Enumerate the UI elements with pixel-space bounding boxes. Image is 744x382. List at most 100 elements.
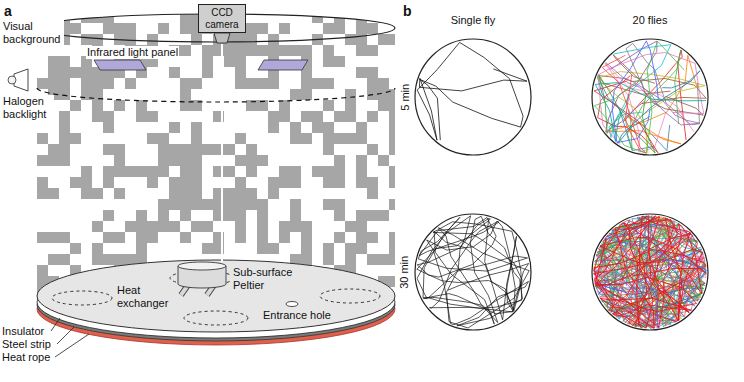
pattern-cell — [70, 177, 81, 188]
pattern-cell — [136, 243, 147, 254]
pattern-cell — [224, 45, 235, 56]
pattern-cell — [268, 243, 279, 254]
layer-label: Steel strip — [2, 338, 51, 351]
pattern-cell — [378, 89, 389, 100]
pattern-cell — [191, 188, 202, 199]
pattern-cell — [246, 23, 257, 34]
part-label: Heat exchanger — [116, 284, 174, 309]
pattern-cell — [290, 199, 301, 210]
pattern-cell — [389, 232, 400, 243]
pattern-cell — [180, 199, 191, 210]
dashed-rim — [37, 88, 395, 102]
pattern-cell — [367, 45, 378, 56]
fly-trajectory — [594, 216, 706, 327]
pattern-cell — [301, 221, 312, 232]
pattern-cell — [345, 34, 356, 45]
part-label: Infrared light panel — [86, 46, 179, 59]
pattern-cell — [389, 144, 400, 155]
pattern-cell — [169, 144, 180, 155]
pattern-cell — [378, 155, 389, 166]
fly-trajectory — [417, 216, 529, 328]
pattern-cell — [235, 232, 246, 243]
pattern-cell — [48, 144, 59, 155]
pattern-cell — [356, 210, 367, 221]
pattern-cell — [48, 232, 59, 243]
pattern-cell — [147, 34, 158, 45]
panel-letter: a — [4, 3, 12, 19]
pattern-cell — [224, 56, 235, 67]
pattern-cell — [312, 12, 323, 23]
pattern-cell — [114, 254, 125, 265]
pattern-cell — [235, 78, 246, 89]
pattern-cell — [389, 111, 400, 122]
pattern-cell — [224, 166, 235, 177]
pattern-cell — [246, 78, 257, 89]
pattern-cell — [257, 155, 268, 166]
leader-line — [51, 318, 60, 331]
pattern-cell — [180, 45, 191, 56]
pattern-cell — [136, 210, 147, 221]
pattern-cell — [180, 188, 191, 199]
pattern-cell — [290, 166, 301, 177]
pattern-cell — [279, 111, 290, 122]
pattern-cell — [301, 133, 312, 144]
pattern-cell — [378, 78, 389, 89]
pattern-cell — [334, 133, 345, 144]
leader-line — [55, 334, 89, 357]
arena-circle — [415, 214, 531, 330]
pattern-cell — [279, 221, 290, 232]
pattern-cell — [235, 67, 246, 78]
pattern-cell — [81, 34, 92, 45]
pattern-cell — [59, 155, 70, 166]
pattern-cell — [257, 210, 268, 221]
pattern-cell — [334, 210, 345, 221]
pattern-cell — [279, 177, 290, 188]
pattern-cell — [246, 199, 257, 210]
pattern-cell — [169, 177, 180, 188]
pattern-cell — [323, 100, 334, 111]
pattern-cell — [81, 78, 92, 89]
pattern-cell — [125, 34, 136, 45]
fly-trajectory — [417, 42, 527, 140]
pattern-cell — [356, 166, 367, 177]
pattern-cell — [246, 34, 257, 45]
pattern-cell — [202, 67, 213, 78]
panel-letter: b — [403, 3, 412, 19]
pattern-cell — [169, 67, 180, 78]
pattern-cell — [235, 34, 246, 45]
pattern-cell — [158, 144, 169, 155]
pattern-cell — [147, 177, 158, 188]
pattern-cell — [70, 100, 81, 111]
dashed-zone — [184, 311, 248, 325]
dashed-zone — [52, 291, 112, 305]
pattern-cell — [389, 243, 400, 254]
pattern-cell — [114, 155, 125, 166]
pattern-cell — [81, 166, 92, 177]
pattern-cell — [356, 221, 367, 232]
pattern-cell — [323, 122, 334, 133]
pattern-cell — [147, 166, 158, 177]
pattern-cell — [301, 45, 312, 56]
pattern-cell — [356, 12, 367, 23]
pattern-cell — [191, 155, 202, 166]
pattern-cell — [279, 166, 290, 177]
pattern-cell — [235, 221, 246, 232]
trajectories — [594, 41, 706, 153]
pattern-cell — [367, 144, 378, 155]
pattern-cell — [268, 122, 279, 133]
pattern-cell — [202, 56, 213, 67]
pattern-cell — [301, 111, 312, 122]
pattern-cell — [103, 111, 114, 122]
pattern-cell — [191, 177, 202, 188]
pattern-cell — [367, 111, 378, 122]
pattern-cell — [191, 166, 202, 177]
pattern-cell — [180, 177, 191, 188]
pattern-cell — [92, 34, 103, 45]
pattern-cell — [103, 166, 114, 177]
pattern-cell — [70, 67, 81, 78]
peltier-side — [178, 266, 179, 284]
pattern-cell — [268, 78, 279, 89]
pattern-cell — [125, 23, 136, 34]
pattern-cell — [356, 177, 367, 188]
pattern-cell — [70, 243, 81, 254]
